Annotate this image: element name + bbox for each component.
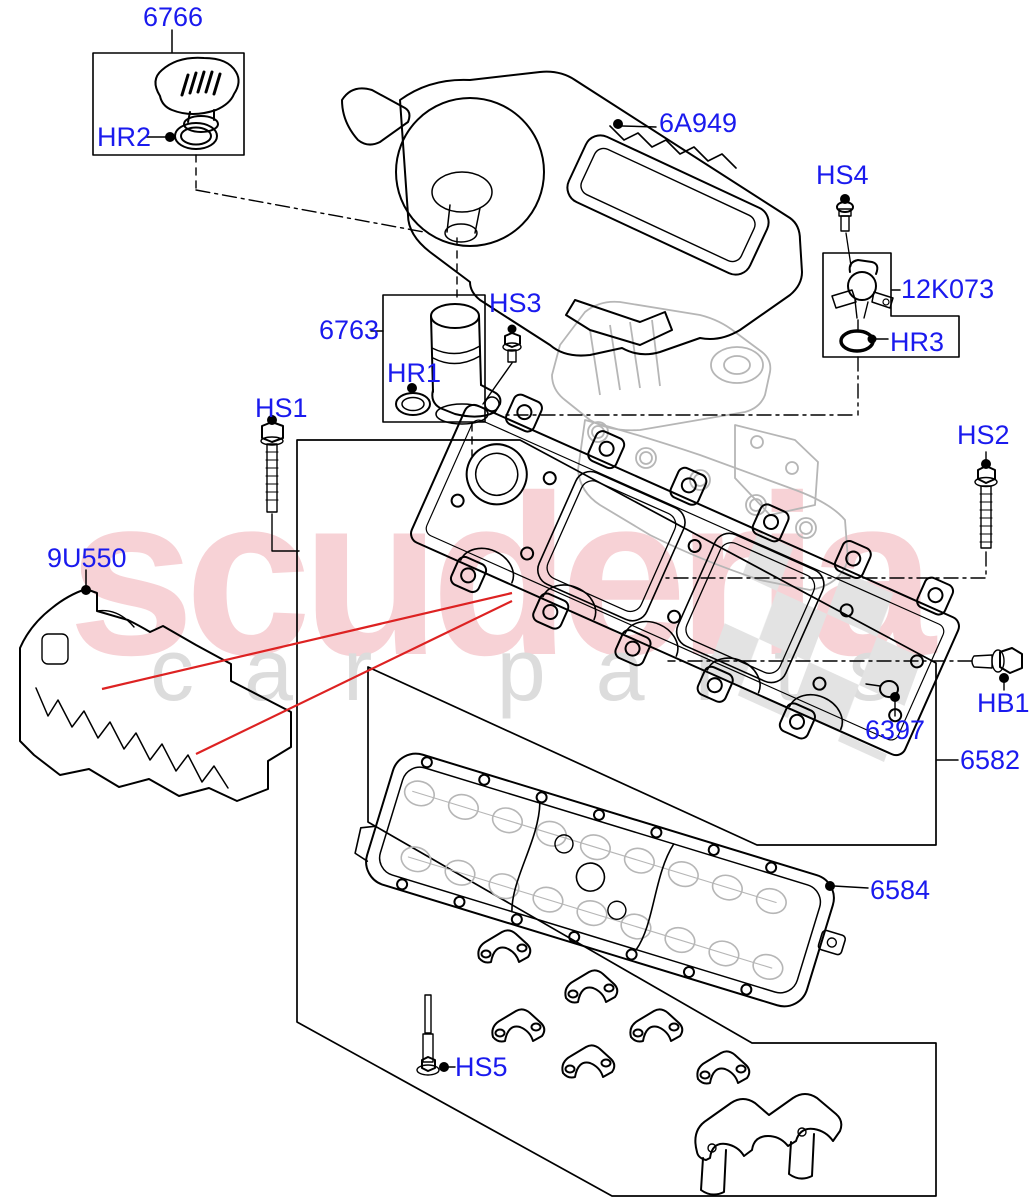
engine-cover <box>341 70 803 357</box>
acoustic-cover <box>19 569 292 802</box>
callout-6582[interactable]: 6582 <box>960 745 1021 775</box>
checkered-flag <box>704 532 938 762</box>
box-oil-filler-tube <box>370 294 502 457</box>
bearing-caps <box>477 929 843 1196</box>
callout-9u550[interactable]: 9U550 <box>47 543 127 573</box>
callout-hs1[interactable]: HS1 <box>255 393 308 423</box>
box-oil-filler-cap <box>92 29 425 233</box>
cam-carrier <box>410 393 960 757</box>
callout-hs5[interactable]: HS5 <box>455 1052 508 1082</box>
callout-6766[interactable]: 6766 <box>143 2 204 32</box>
callout-hr2[interactable]: HR2 <box>97 122 152 152</box>
callout-6a949[interactable]: 6A949 <box>659 108 738 138</box>
callout-hr1[interactable]: HR1 <box>387 358 442 388</box>
callout-hb1[interactable]: HB1 <box>977 688 1030 718</box>
callout-6584[interactable]: 6584 <box>870 875 931 905</box>
callout-12k073[interactable]: 12K073 <box>901 274 995 304</box>
callout-hs3[interactable]: HS3 <box>489 288 542 318</box>
gasket-6584 <box>354 752 869 1008</box>
fasteners <box>260 194 1023 1076</box>
box-camshaft-sensor <box>501 252 960 416</box>
assembly-box <box>296 439 959 1197</box>
callout-hr3[interactable]: HR3 <box>890 327 945 357</box>
callout-hs2[interactable]: HS2 <box>957 420 1010 450</box>
callout-6397[interactable]: 6397 <box>865 715 926 745</box>
callout-hs4[interactable]: HS4 <box>816 160 869 190</box>
callout-6763[interactable]: 6763 <box>319 315 380 345</box>
red-pointer-lines <box>101 591 513 755</box>
